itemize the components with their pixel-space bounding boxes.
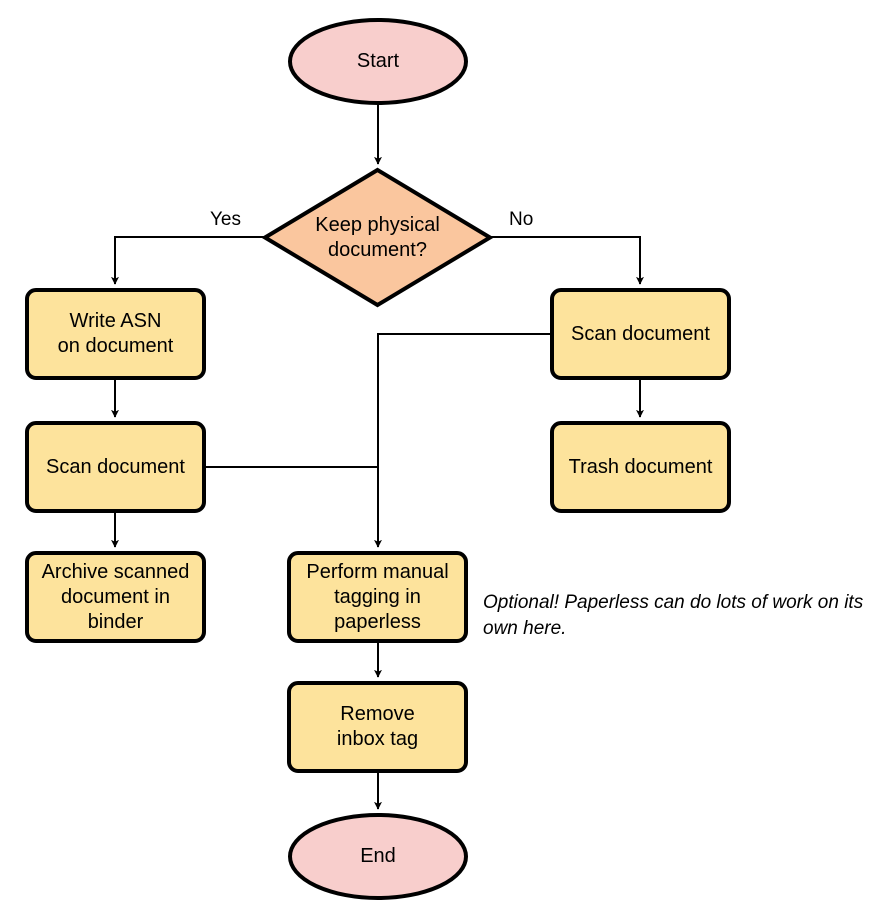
node-trash-document[interactable] bbox=[550, 421, 731, 513]
optional-note-text: Optional! Paperless can do lots of work … bbox=[483, 592, 864, 639]
node-scan-document-right[interactable] bbox=[550, 288, 731, 380]
connector-layer bbox=[111, 103, 644, 810]
node-end[interactable] bbox=[288, 813, 468, 900]
edge-label-yes: Yes bbox=[210, 209, 241, 230]
node-write-asn[interactable] bbox=[25, 288, 206, 380]
node-keep-physical-document[interactable] bbox=[261, 167, 494, 308]
node-start[interactable] bbox=[288, 18, 468, 105]
connector-scan-right-to-manual-tagging bbox=[374, 333, 552, 548]
connector-decision-yes-to-write-asn bbox=[111, 236, 265, 285]
node-archive-scanned-document[interactable] bbox=[25, 551, 206, 643]
node-remove-inbox-tag[interactable] bbox=[287, 681, 468, 773]
node-manual-tagging[interactable] bbox=[287, 551, 468, 643]
node-scan-document-left[interactable] bbox=[25, 421, 206, 513]
connector-decision-no-to-scan-right bbox=[490, 236, 644, 285]
edge-label-no: No bbox=[509, 209, 534, 230]
